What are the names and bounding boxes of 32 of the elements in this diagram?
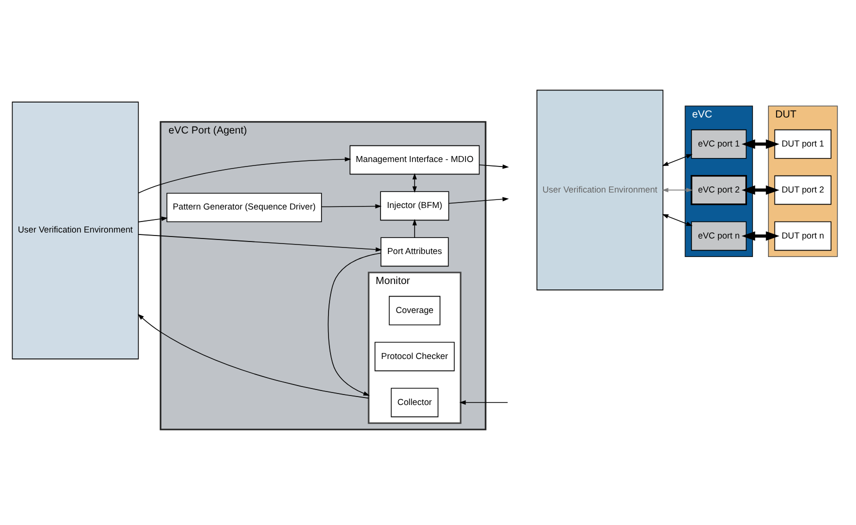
- arrow: [412, 172, 417, 192]
- arrow: [448, 196, 509, 204]
- arrow: [662, 214, 693, 226]
- node-box: Pattern Generator (Sequence Driver): [166, 192, 322, 222]
- arrow: [412, 218, 417, 238]
- node-box: Coverage: [388, 295, 440, 325]
- node-box: DUT port 1: [774, 128, 832, 158]
- node-box: eVC port n: [691, 220, 747, 250]
- arrow: [138, 216, 168, 222]
- arrow: [662, 187, 693, 192]
- arrow: [459, 400, 508, 404]
- node-box: User Verification Environment: [536, 89, 664, 290]
- node-box: Port Attributes: [380, 236, 449, 266]
- node-box: eVC port 2: [690, 174, 747, 205]
- node-box: Collector: [390, 387, 438, 417]
- arrow: [478, 164, 509, 168]
- arrow: [321, 204, 382, 208]
- node-box: Management Interface - MDIO: [350, 144, 480, 174]
- arrow: [138, 156, 352, 193]
- node-box: User Verification Environment: [12, 101, 139, 359]
- arrow: [742, 230, 780, 240]
- arrow: [138, 234, 382, 252]
- node-box: eVC port 1: [691, 128, 747, 158]
- node-box: Protocol Checker: [374, 341, 455, 371]
- node-box: DUT port n: [774, 220, 832, 250]
- arrow: [138, 313, 370, 398]
- arrow: [742, 184, 780, 194]
- node-box: DUT port 2: [774, 174, 832, 204]
- arrow: [328, 252, 382, 396]
- arrow: [742, 138, 780, 148]
- node-box: Injector (BFM): [380, 190, 450, 220]
- arrow: [662, 154, 693, 166]
